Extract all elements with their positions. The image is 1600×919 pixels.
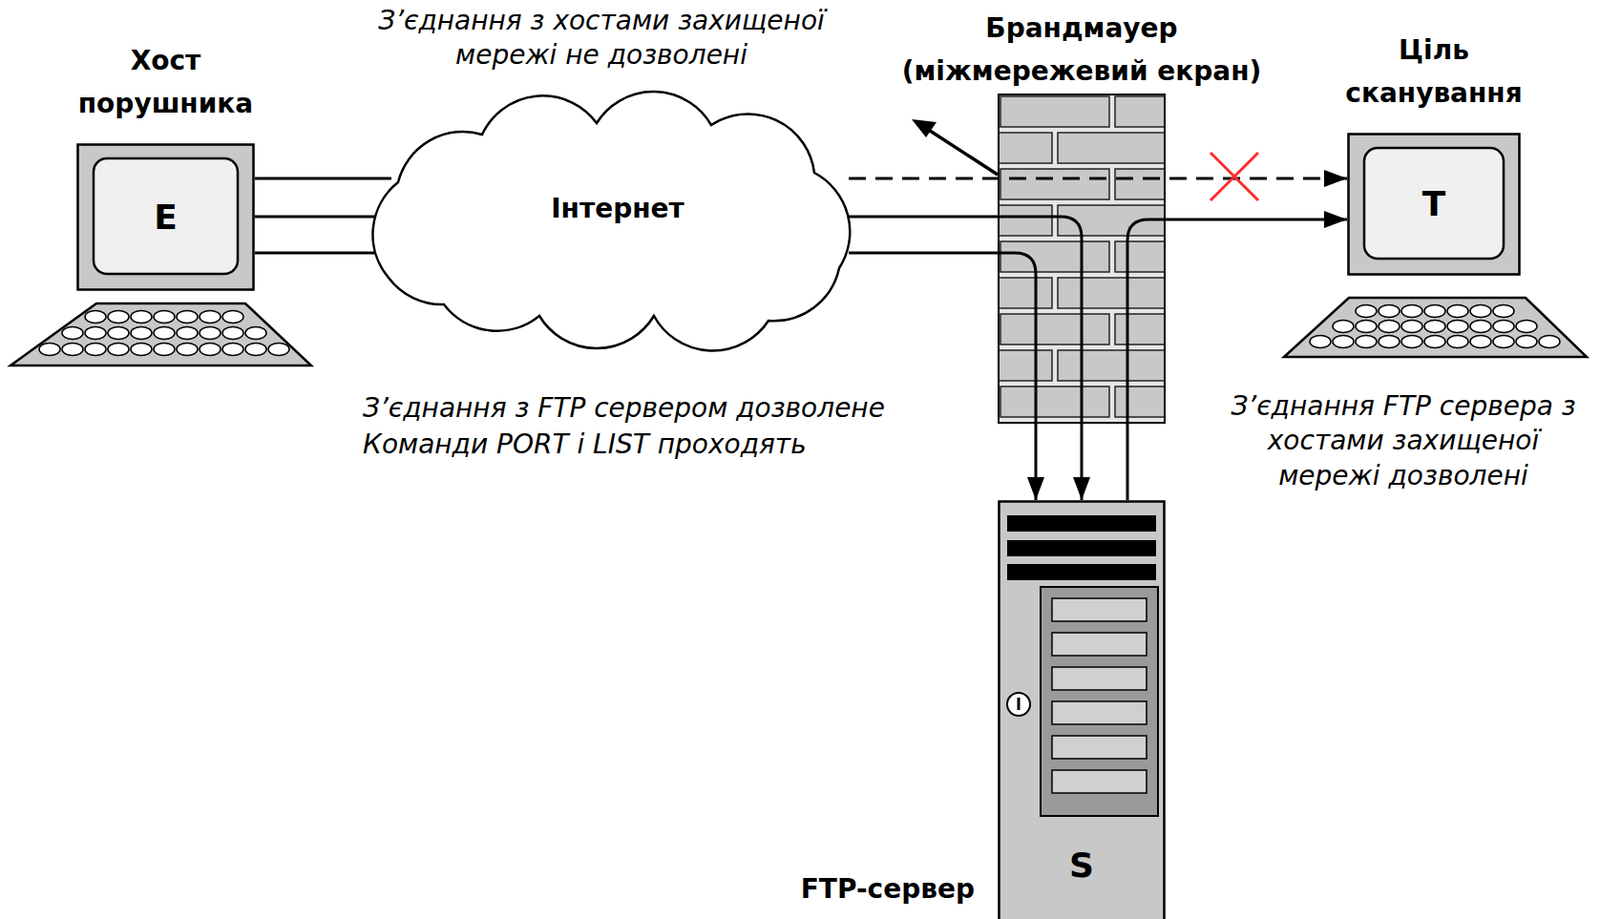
connection-line	[254, 177, 392, 181]
attacker-host: Хост порушникаE	[76, 143, 255, 292]
note-label: З’єднання з хостами захищеної мережі не …	[334, 3, 869, 74]
node-heading: Ціль сканування	[1319, 29, 1549, 116]
host-letter: T	[1422, 187, 1447, 222]
keyboard-body	[10, 303, 312, 366]
connection-line	[254, 252, 392, 255]
host-letter: S	[1069, 848, 1095, 884]
callout-line	[924, 126, 998, 175]
node-heading: Хост порушника	[61, 40, 272, 127]
note-label: З’єднання з FTP сервером дозволене	[362, 391, 885, 426]
node-heading: Брандмауер (міжмережевий екран)	[885, 7, 1278, 94]
callout-arrowhead	[911, 119, 937, 138]
target-host: Ціль скануванняT	[1347, 132, 1521, 276]
connection-line	[254, 215, 392, 219]
blocked-connection	[848, 177, 1348, 181]
ftp-server: FTP-серверS	[997, 500, 1166, 919]
host-letter: E	[153, 200, 178, 235]
blocked-cross	[1210, 152, 1259, 201]
note-label: Команди PORT і LIST проходять	[362, 427, 807, 463]
internet-cloud: Інтернет	[367, 86, 868, 353]
note-label: З’єднання FTP сервера з хостами захищено…	[1221, 389, 1585, 494]
keyboard-body	[1284, 297, 1587, 358]
node-heading: FTP-сервер	[800, 868, 975, 912]
cloud-label: Інтернет	[550, 187, 685, 231]
blocked-cross	[1210, 152, 1259, 201]
